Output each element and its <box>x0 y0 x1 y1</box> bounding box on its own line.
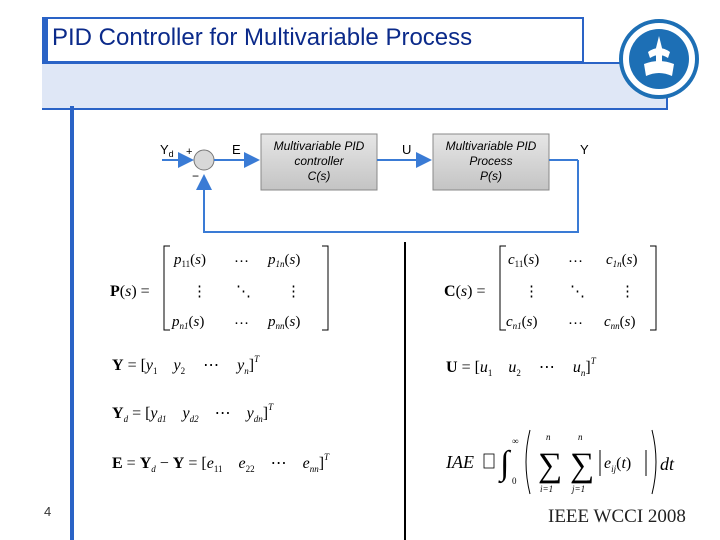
svg-text:⋮: ⋮ <box>192 284 207 300</box>
svg-text:p11(s): p11(s) <box>173 252 206 269</box>
svg-text:cnn(s): cnn(s) <box>604 314 636 331</box>
minus-sign: − <box>192 169 199 183</box>
slide-number: 4 <box>44 504 52 519</box>
svg-text:i=1: i=1 <box>540 484 553 494</box>
svg-text:eij(t): eij(t) <box>604 455 631 474</box>
frame-vertical-bar <box>70 106 74 540</box>
svg-text:…: … <box>568 312 583 328</box>
column-divider <box>404 242 406 540</box>
process-line-3: P(s) <box>480 169 502 183</box>
control-label: U <box>402 142 411 157</box>
slide-title: PID Controller for Multivariable Process <box>52 24 473 51</box>
equation-c-matrix: C(s) = c11(s) … c1n(s) ⋮ ⋱ ⋮ cn1(s) … cn… <box>444 245 657 331</box>
svg-text:⋱: ⋱ <box>570 284 585 300</box>
output-label: Y <box>580 142 589 157</box>
svg-text:P(s) =: P(s) = <box>110 283 150 300</box>
svg-text:∞: ∞ <box>512 436 518 446</box>
block-diagram: Yd + − E Multivariable PID controller C(… <box>160 133 589 233</box>
svg-text:p1n(s): p1n(s) <box>267 252 300 269</box>
svg-text:j=1: j=1 <box>571 484 585 494</box>
controller-line-3: C(s) <box>308 169 331 183</box>
process-line-1: Multivariable PID <box>446 139 537 153</box>
process-block <box>432 133 550 191</box>
equation-iae: IAE ∫ ∞ 0 ∑ n i=1 ∑ n j=1 eij(t) dt <box>445 429 675 495</box>
svg-text:cn1(s): cn1(s) <box>506 314 538 331</box>
feedback-path <box>196 160 579 233</box>
svg-text:c1n(s): c1n(s) <box>606 252 638 269</box>
svg-text:0: 0 <box>512 476 517 486</box>
svg-text:⋱: ⋱ <box>236 284 251 300</box>
svg-text:pnn(s): pnn(s) <box>267 314 300 331</box>
svg-text:IAE: IAE <box>445 452 474 472</box>
controller-line-1: Multivariable PID <box>274 139 365 153</box>
university-emblem-icon <box>619 19 699 99</box>
svg-text:c11(s): c11(s) <box>508 252 539 269</box>
svg-text:…: … <box>234 312 249 328</box>
header-band <box>42 62 668 110</box>
svg-text:∑: ∑ <box>570 447 594 484</box>
footer-text: IEEE WCCI 2008 <box>548 506 686 527</box>
svg-text:∫: ∫ <box>498 445 512 484</box>
process-line-2: Process <box>469 154 512 168</box>
svg-text:⋮: ⋮ <box>286 284 301 300</box>
svg-text:⋮: ⋮ <box>620 284 635 300</box>
plus-sign: + <box>186 146 192 158</box>
title-box <box>46 17 584 63</box>
error-label: E <box>232 142 241 157</box>
svg-text:⋮: ⋮ <box>524 284 539 300</box>
controller-line-2: controller <box>294 154 344 168</box>
reference-subscript: d <box>169 149 174 159</box>
svg-text:∑: ∑ <box>538 447 562 484</box>
svg-text:…: … <box>234 250 249 266</box>
reference-label: Y <box>160 142 169 157</box>
svg-text:…: … <box>568 250 583 266</box>
controller-block <box>260 133 378 191</box>
svg-text:pn1(s): pn1(s) <box>171 314 204 331</box>
svg-text:n: n <box>546 432 551 442</box>
svg-text:Yd: Yd <box>160 142 174 159</box>
svg-text:dt: dt <box>660 454 675 474</box>
svg-text:n: n <box>578 432 583 442</box>
svg-text:C(s) =: C(s) = <box>444 283 485 300</box>
summing-junction <box>193 149 215 171</box>
equation-p-matrix: P(s) = p11(s) … p1n(s) ⋮ ⋱ ⋮ pn1(s) … pn… <box>110 245 329 331</box>
